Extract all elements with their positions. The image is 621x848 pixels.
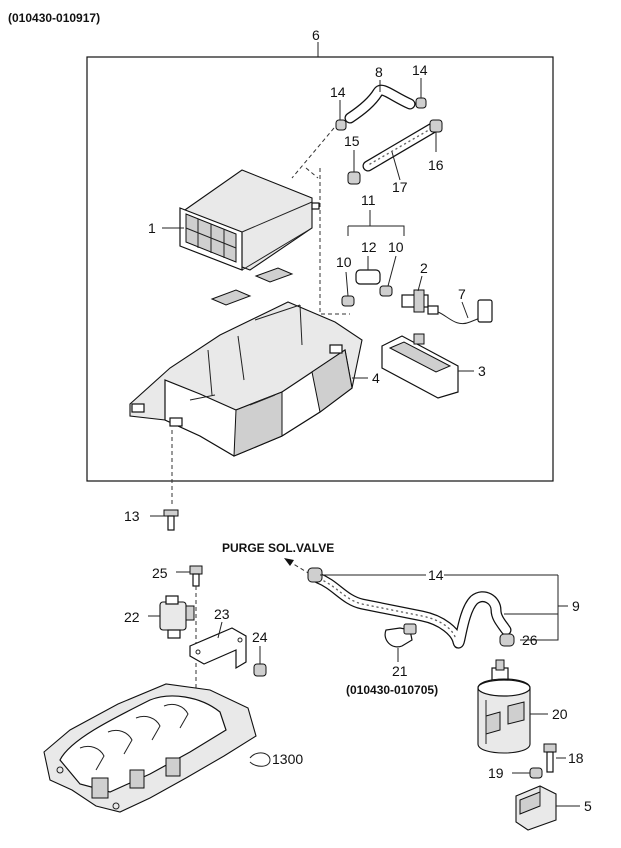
callout-17: 17 [392, 179, 408, 195]
bolt-25 [189, 565, 203, 587]
wire-harness [437, 311, 481, 325]
fitting-12 [355, 269, 381, 285]
callout-9: 9 [572, 598, 580, 614]
callout-10-right: 10 [388, 239, 404, 255]
filter-20 [477, 659, 531, 754]
intake-manifold [43, 683, 257, 813]
callout-7: 7 [458, 286, 466, 302]
callout-23: 23 [214, 606, 230, 622]
callout-14-a: 14 [330, 84, 346, 100]
callout-18: 18 [568, 750, 584, 766]
callout-2: 2 [420, 260, 428, 276]
callout-25: 25 [152, 565, 168, 581]
pad-b [254, 267, 294, 283]
sub-code-label: (010430-010705) [346, 683, 438, 697]
canister-part [179, 169, 320, 271]
header-code: (010430-010917) [8, 11, 100, 25]
callout-26: 26 [522, 632, 538, 648]
callout-4: 4 [372, 370, 380, 386]
callout-24: 24 [252, 629, 268, 645]
pad-a [210, 289, 252, 306]
bolt-13 [163, 509, 179, 531]
bracket-5 [515, 785, 557, 831]
callout-20: 20 [552, 706, 568, 722]
callout-14-c: 14 [428, 567, 444, 583]
clamp-14-c [307, 567, 323, 583]
cap-16 [429, 119, 443, 133]
solenoid-22 [159, 595, 195, 639]
callout-21: 21 [392, 663, 408, 679]
clamp-10-left [341, 295, 355, 307]
callout-8: 8 [375, 64, 383, 80]
bolt-18 [543, 743, 557, 773]
cover-part [381, 333, 459, 399]
wire-connector [477, 299, 493, 323]
clamp-14-b [415, 97, 427, 109]
sensor-part [401, 289, 439, 315]
callout-19: 19 [488, 765, 504, 781]
nut-24 [253, 663, 267, 677]
callout-13: 13 [124, 508, 140, 524]
clamp-14-a [335, 119, 347, 131]
callout-1: 1 [148, 220, 156, 236]
canister-bracket-part [129, 301, 363, 457]
callout-12: 12 [361, 239, 377, 255]
bracket-23 [189, 627, 247, 670]
callout-5: 5 [584, 798, 592, 814]
callout-22: 22 [124, 609, 140, 625]
clip-21 [384, 623, 417, 648]
callout-3: 3 [478, 363, 486, 379]
assembly-frame [86, 56, 554, 482]
callout-10-left: 10 [336, 254, 352, 270]
cap-15 [347, 171, 361, 185]
purge-valve-label: PURGE SOL.VALVE [222, 541, 334, 555]
callout-11: 11 [361, 192, 376, 208]
clip-26 [499, 633, 515, 647]
callout-16: 16 [428, 157, 444, 173]
purge-arrow [289, 561, 311, 575]
nut-19 [529, 767, 543, 779]
clamp-10-right [379, 285, 393, 297]
callout-6: 6 [312, 27, 320, 43]
callout-14-b: 14 [412, 62, 428, 78]
callout-15: 15 [344, 133, 360, 149]
callout-1300: 1300 [272, 751, 303, 767]
